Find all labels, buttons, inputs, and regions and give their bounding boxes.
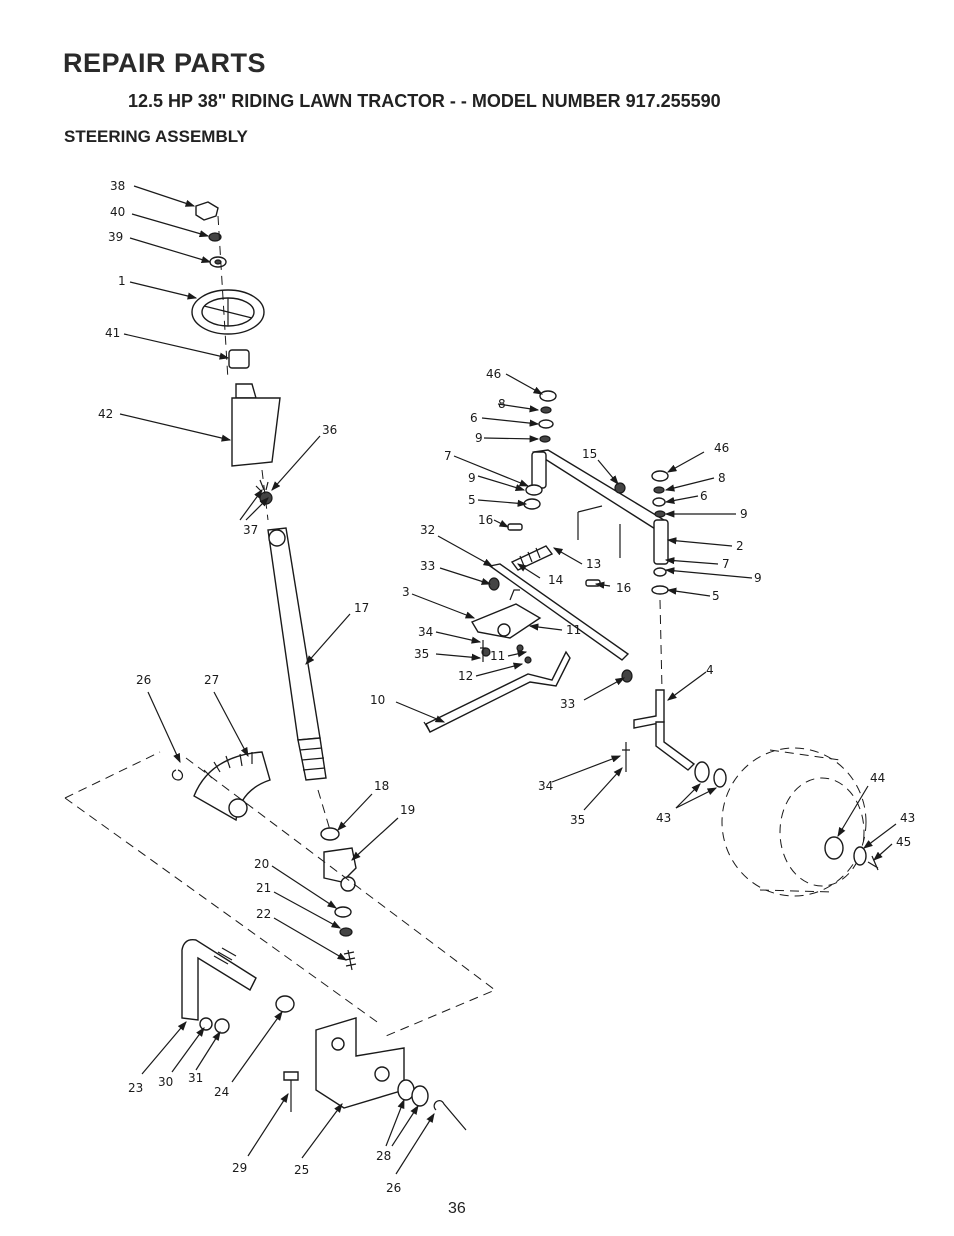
- callout-35b: 35: [570, 813, 585, 827]
- callout-7b: 7: [722, 557, 730, 571]
- callout-38: 38: [110, 179, 125, 193]
- callout-9c: 9: [740, 507, 748, 521]
- callout-17: 17: [354, 601, 369, 615]
- callout-25: 25: [294, 1163, 309, 1177]
- callout-45: 45: [896, 835, 911, 849]
- callout-32: 32: [420, 523, 435, 537]
- sector-gear-parts: [64, 751, 496, 1131]
- callout-33b: 33: [560, 697, 575, 711]
- callout-14: 14: [548, 573, 563, 587]
- callout-40: 40: [110, 205, 125, 219]
- callout-43b: 43: [900, 811, 915, 825]
- callout-42: 42: [98, 407, 113, 421]
- callout-1: 1: [118, 274, 126, 288]
- callout-8b: 8: [718, 471, 726, 485]
- callout-16b: 16: [616, 581, 631, 595]
- callout-34: 34: [418, 625, 433, 639]
- callout-28: 28: [376, 1149, 391, 1163]
- callout-23: 23: [128, 1081, 143, 1095]
- callout-12: 12: [458, 669, 473, 683]
- callout-15: 15: [582, 447, 597, 461]
- callout-37: 37: [243, 523, 258, 537]
- callout-4: 4: [706, 663, 714, 677]
- callout-44: 44: [870, 771, 885, 785]
- callout-22: 22: [256, 907, 271, 921]
- callout-20: 20: [254, 857, 269, 871]
- callout-13: 13: [586, 557, 601, 571]
- callout-46b: 46: [714, 441, 729, 455]
- callout-11b: 11: [490, 649, 505, 663]
- axle-linkage-parts: [423, 390, 879, 897]
- callout-8: 8: [498, 397, 506, 411]
- callout-9: 9: [475, 431, 483, 445]
- callout-27: 27: [204, 673, 219, 687]
- callout-9b: 9: [468, 471, 476, 485]
- steering-column-parts: [191, 201, 357, 971]
- callout-7: 7: [444, 449, 452, 463]
- callout-labels: 38 40 39 1 41 42 36 37 17 26 27 18 19 20…: [98, 179, 915, 1195]
- callout-33: 33: [420, 559, 435, 573]
- callout-6: 6: [470, 411, 478, 425]
- callout-43: 43: [656, 811, 671, 825]
- callout-41: 41: [105, 326, 120, 340]
- callout-26b: 26: [386, 1181, 401, 1195]
- page-number: 36: [448, 1200, 466, 1217]
- callout-11: 11: [566, 623, 581, 637]
- callout-2: 2: [736, 539, 744, 553]
- callout-36: 36: [322, 423, 337, 437]
- callout-31: 31: [188, 1071, 203, 1085]
- callout-3: 3: [402, 585, 410, 599]
- callout-39: 39: [108, 230, 123, 244]
- callout-18: 18: [374, 779, 389, 793]
- callout-35: 35: [414, 647, 429, 661]
- callout-9d: 9: [754, 571, 762, 585]
- callout-46: 46: [486, 367, 501, 381]
- callout-29: 29: [232, 1161, 247, 1175]
- callout-26: 26: [136, 673, 151, 687]
- callout-10: 10: [370, 693, 385, 707]
- callout-21: 21: [256, 881, 271, 895]
- callout-19: 19: [400, 803, 415, 817]
- callout-5b: 5: [712, 589, 720, 603]
- callout-24: 24: [214, 1085, 229, 1099]
- callout-30: 30: [158, 1075, 173, 1089]
- leader-arrows: [119, 185, 897, 1175]
- page-title: REPAIR PARTS: [63, 48, 267, 78]
- section-heading: STEERING ASSEMBLY: [64, 127, 248, 146]
- callout-5: 5: [468, 493, 476, 507]
- callout-34b: 34: [538, 779, 553, 793]
- callout-6b: 6: [700, 489, 708, 503]
- callout-16: 16: [478, 513, 493, 527]
- model-heading: 12.5 HP 38" RIDING LAWN TRACTOR - - MODE…: [128, 91, 721, 111]
